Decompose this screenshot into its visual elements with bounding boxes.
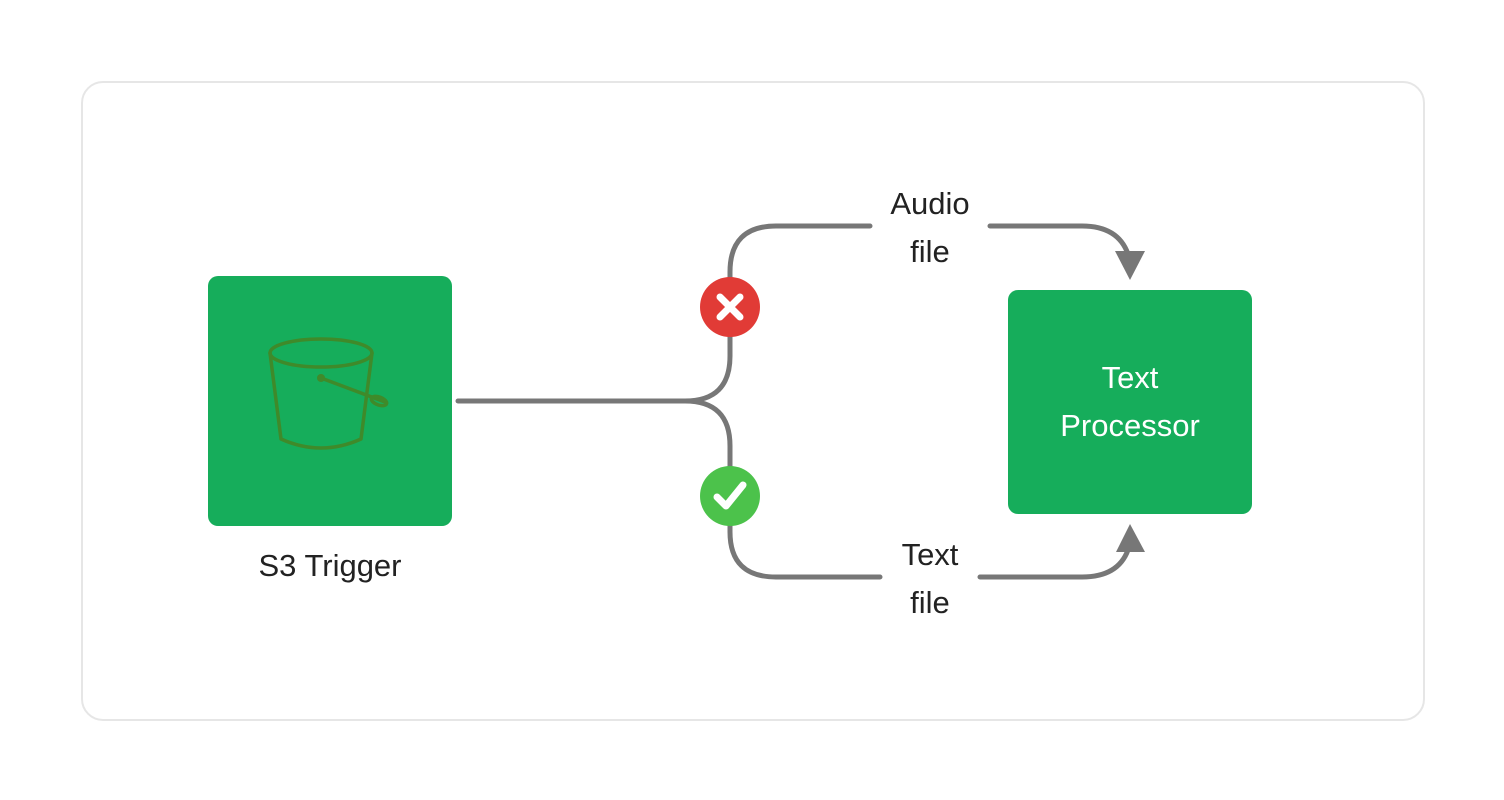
- s3-bucket-icon: [268, 337, 389, 450]
- check-icon: [713, 481, 747, 510]
- text-arrowhead: [1116, 524, 1145, 552]
- text-branch-wire-tail: [977, 547, 1131, 580]
- audio-rejected-badge: [700, 277, 760, 337]
- text-processor-label-line1: Text: [1101, 360, 1159, 395]
- audio-branch-wire-tail: [987, 223, 1131, 257]
- text-file-edge-label: Text file: [865, 531, 995, 627]
- audio-branch-wire: [682, 223, 873, 404]
- audio-file-edge-label: Audio file: [865, 180, 995, 276]
- audio-file-label-line1: Audio: [890, 186, 970, 221]
- audio-file-label-line2: file: [910, 234, 950, 269]
- text-processor-label: Text Processor: [1020, 354, 1240, 450]
- text-processor-label-line2: Processor: [1060, 408, 1200, 443]
- s3-trigger-label: S3 Trigger: [258, 548, 402, 583]
- text-branch-wire: [682, 398, 883, 580]
- audio-arrowhead: [1115, 251, 1145, 280]
- text-file-label-line2: file: [910, 585, 950, 620]
- text-file-label-line1: Text: [901, 537, 959, 572]
- s3-trigger-node[interactable]: [208, 276, 452, 526]
- text-processor-node[interactable]: Text Processor: [1008, 290, 1252, 514]
- x-icon: [716, 293, 744, 321]
- text-accepted-badge: [700, 466, 760, 526]
